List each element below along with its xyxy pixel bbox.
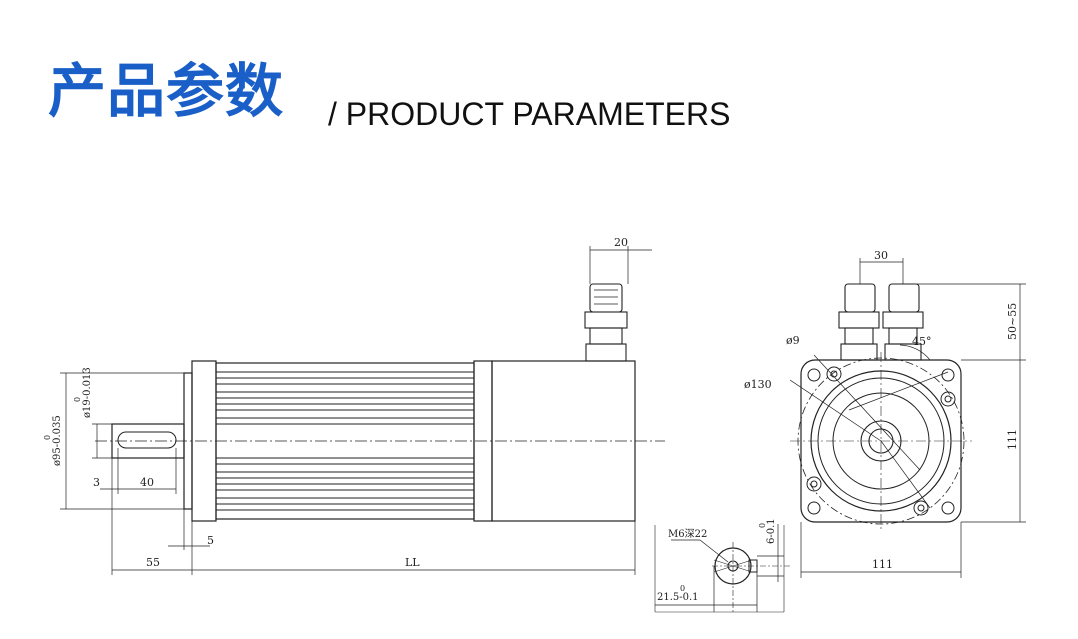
dim-30: 30 bbox=[874, 249, 888, 262]
keyway-detail bbox=[654, 524, 790, 613]
dim-111-vertical: 111 bbox=[1006, 429, 1019, 450]
dim-6-upper: 0 bbox=[758, 523, 767, 528]
page-title-en: / PRODUCT PARAMETERS bbox=[328, 96, 731, 132]
dim-45-deg: 45° bbox=[912, 335, 932, 348]
dim-5: 5 bbox=[207, 534, 214, 547]
dim-40: 40 bbox=[140, 476, 154, 489]
page-title-cn: 产品参数 bbox=[48, 57, 285, 125]
dim-flange-dia: ø95-0.035 bbox=[52, 415, 63, 466]
dim-111-horizontal: 111 bbox=[872, 558, 893, 571]
dim-hole-9: ø9 bbox=[786, 334, 800, 347]
dim-flange-dia-upper: 0 bbox=[43, 435, 52, 440]
dim-21-5: 21.5-0.1 bbox=[657, 592, 699, 603]
dim-55: 55 bbox=[146, 556, 160, 569]
side-view bbox=[60, 246, 665, 575]
page-header: 产品参数 / PRODUCT PARAMETERS bbox=[0, 0, 1078, 150]
dim-20: 20 bbox=[614, 236, 628, 249]
dim-dia-130: ø130 bbox=[744, 378, 772, 391]
front-view bbox=[789, 258, 1026, 578]
keyway-labels: M6深22 6-0.1 0 21.5-0.1 0 bbox=[657, 518, 777, 603]
dim-6: 6-0.1 bbox=[766, 518, 777, 544]
dim-shaft-dia: ø19-0.013 bbox=[82, 367, 93, 418]
dim-3: 3 bbox=[93, 476, 100, 489]
dim-21-5-upper: 0 bbox=[680, 584, 685, 593]
dim-m6-depth: M6深22 bbox=[668, 528, 707, 540]
dim-50-55: 50~55 bbox=[1006, 303, 1019, 340]
side-view-labels: 20 40 3 5 55 LL ø19-0.013 0 ø95-0.035 0 bbox=[43, 236, 628, 569]
dim-shaft-dia-upper: 0 bbox=[73, 397, 82, 402]
front-view-labels: 30 ø9 ø130 45° 50~55 111 111 bbox=[744, 249, 1019, 571]
dim-ll: LL bbox=[405, 556, 420, 569]
